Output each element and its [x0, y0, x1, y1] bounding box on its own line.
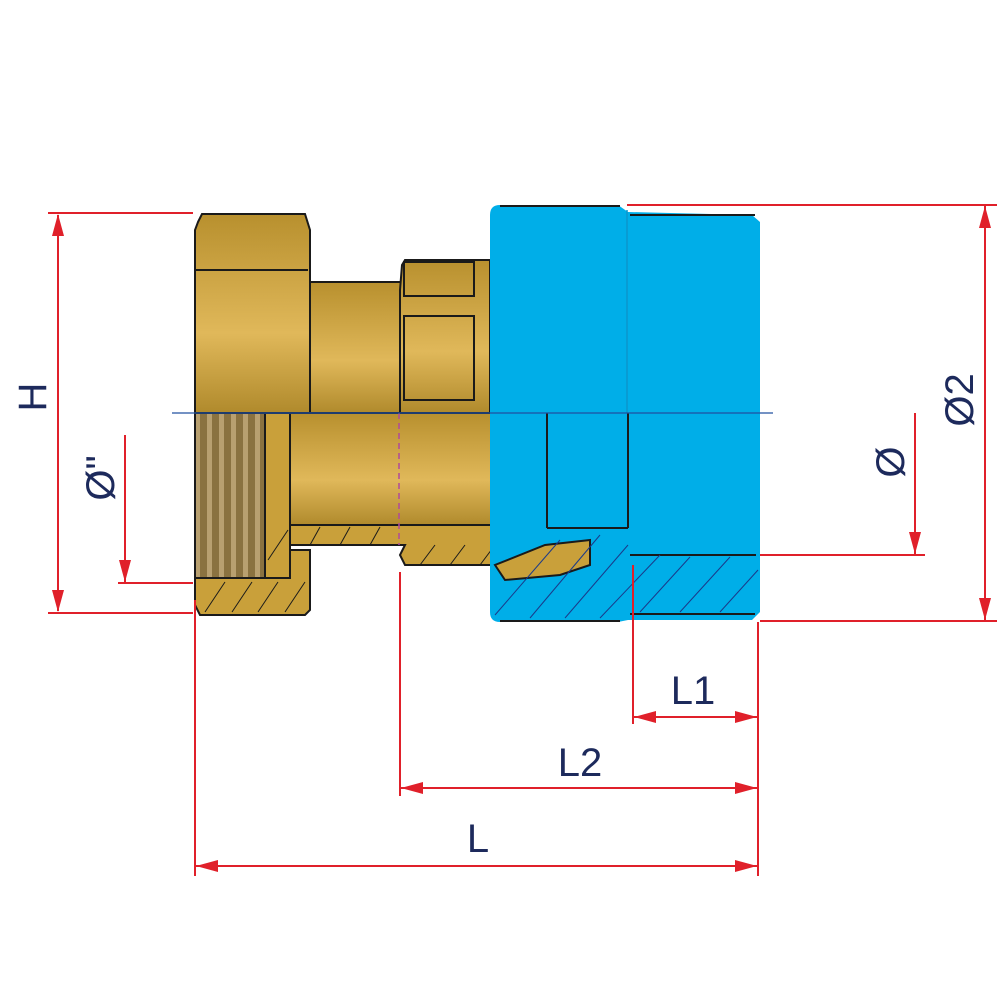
inner-diameter-label: Ø	[869, 446, 913, 477]
outer-diameter-label: Ø2	[938, 373, 982, 426]
thread-diameter-label: Ø"	[79, 455, 123, 500]
union-nut	[194, 213, 311, 616]
height-label: H	[11, 383, 55, 412]
dimension-lines	[48, 204, 997, 876]
length-1-label: L1	[671, 669, 716, 713]
total-length-label: L	[467, 817, 489, 861]
length-2-label: L2	[558, 741, 603, 785]
